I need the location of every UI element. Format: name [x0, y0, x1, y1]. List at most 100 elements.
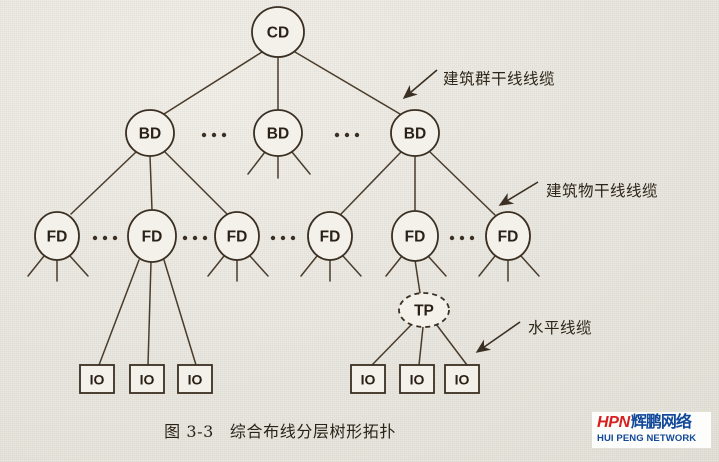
edges-layer	[27, 51, 540, 366]
ellipsis-dot	[290, 235, 296, 241]
node-shape-ellipse	[390, 109, 440, 157]
node-label-bd: BD	[404, 126, 426, 143]
node-label-fd: FD	[405, 229, 426, 246]
node-io-1[interactable]: IO	[129, 364, 165, 394]
node-fd-3[interactable]: FD	[307, 211, 353, 261]
edge-fd-legs	[27, 255, 45, 277]
node-shape-ellipse	[253, 109, 303, 157]
edge-fd-legs	[342, 255, 362, 277]
edge-cd-to-bd	[294, 51, 401, 115]
node-shape-ellipse	[251, 6, 305, 58]
logo-brand-cn: 辉鹏网络	[630, 414, 692, 431]
edge-fd-legs	[69, 255, 89, 277]
node-shape-ellipse	[34, 211, 80, 261]
node-io-3[interactable]: IO	[350, 364, 386, 394]
ellipsis-dot	[270, 235, 276, 241]
node-cd-0[interactable]: CD	[251, 6, 305, 58]
node-label-cd: CD	[267, 25, 289, 42]
node-io-4[interactable]: IO	[399, 364, 435, 394]
node-label-fd: FD	[227, 229, 248, 246]
annotation-arrow-backbone-building	[498, 181, 539, 206]
logo-brand-line: HPN辉鹏网络	[597, 415, 707, 431]
node-label-io: IO	[90, 372, 105, 388]
ellipsis-dot	[344, 132, 350, 138]
edge-cd-to-bd	[163, 51, 263, 115]
node-shape-ellipse	[125, 109, 175, 157]
node-bd-2[interactable]: BD	[390, 109, 440, 157]
node-io-5[interactable]: IO	[444, 364, 480, 394]
ellipsis-bd-ellipsis-1	[201, 132, 227, 138]
annotation-arrows-layer	[402, 69, 539, 353]
nodes-layer: CD BD BD BD FD FD FD FD FD FD TP IO IO IO IO IO IO	[34, 6, 531, 394]
node-shape-rect	[350, 364, 386, 394]
edge-bd-to-fd	[340, 151, 402, 215]
node-shape-rect	[79, 364, 115, 394]
node-label-fd: FD	[142, 229, 163, 246]
node-fd-2[interactable]: FD	[214, 211, 260, 261]
ellipsis-fd-ellipsis-1	[92, 235, 118, 241]
node-shape-rect	[129, 364, 165, 394]
ellipsis-dot	[221, 132, 227, 138]
edge-fd-legs	[300, 255, 318, 277]
ellipsis-dot	[112, 235, 118, 241]
node-shape-rect	[177, 364, 213, 394]
ellipsis-bd-ellipsis-2	[334, 132, 360, 138]
node-fd-4[interactable]: FD	[391, 210, 439, 262]
ellipsis-dot	[202, 235, 208, 241]
annotation-campus-backbone-label: 建筑群干线线缆	[443, 70, 556, 88]
node-shape-ellipse	[391, 210, 439, 262]
node-fd-0[interactable]: FD	[34, 211, 80, 261]
edge-fd-to-io	[163, 259, 197, 366]
node-io-2[interactable]: IO	[177, 364, 213, 394]
annotation-horizontal-cable-label: 水平线缆	[528, 319, 593, 337]
node-shape-ellipse	[398, 292, 450, 328]
node-io-0[interactable]: IO	[79, 364, 115, 394]
edge-tp-to-io	[371, 323, 413, 366]
edge-bd-to-fd	[429, 151, 496, 216]
edge-bd-to-fd	[291, 151, 311, 175]
ellipsis-dot	[211, 132, 217, 138]
node-tp-0[interactable]: TP	[398, 292, 450, 328]
ellipsis-dot	[201, 132, 207, 138]
edge-tp-to-io	[435, 323, 468, 366]
node-shape-ellipse	[307, 211, 353, 261]
annotation-arrow-backbone-campus	[402, 69, 438, 100]
edge-fd-legs	[207, 255, 225, 277]
ellipsis-fd-ellipsis-2	[182, 235, 208, 241]
edge-tp-to-io	[418, 326, 424, 366]
node-fd-1[interactable]: FD	[127, 209, 177, 263]
watermark-logo: HPN辉鹏网络 HUI PENG NETWORK	[591, 411, 712, 449]
node-label-io: IO	[361, 372, 376, 388]
ellipsis-dot	[459, 235, 465, 241]
edge-fd-to-io	[147, 261, 152, 366]
edge-bd-to-fd	[70, 151, 137, 215]
annotation-building-backbone-label: 建筑物干线线缆	[546, 182, 659, 200]
node-label-fd: FD	[47, 229, 68, 246]
edge-bd-to-fd	[247, 151, 266, 175]
ellipsis-dot	[334, 132, 340, 138]
figure-number: 图 3-3	[164, 422, 214, 441]
node-label-io: IO	[410, 372, 425, 388]
edge-bd-to-fd	[164, 151, 229, 216]
node-shape-ellipse	[127, 209, 177, 263]
edge-fd-legs	[520, 255, 540, 277]
node-fd-5[interactable]: FD	[485, 211, 531, 261]
ellipsis-fd-ellipsis-3	[270, 235, 296, 241]
node-label-io: IO	[188, 372, 203, 388]
ellipsis-dot	[469, 235, 475, 241]
logo-subtitle: HUI PENG NETWORK	[597, 433, 697, 444]
node-label-fd: FD	[320, 229, 341, 246]
edge-fd-to-tp	[414, 259, 421, 294]
ellipsis-dot	[182, 235, 188, 241]
ellipsis-dot	[192, 235, 198, 241]
node-bd-1[interactable]: BD	[253, 109, 303, 157]
node-label-tp: TP	[414, 303, 434, 320]
node-bd-0[interactable]: BD	[125, 109, 175, 157]
figure-title: 综合布线分层树形拓扑	[229, 422, 396, 441]
edge-fd-legs	[249, 255, 269, 277]
ellipsis-layer	[92, 132, 475, 241]
edge-fd-legs	[427, 255, 447, 277]
logo-brand-en: HPN	[597, 414, 630, 431]
